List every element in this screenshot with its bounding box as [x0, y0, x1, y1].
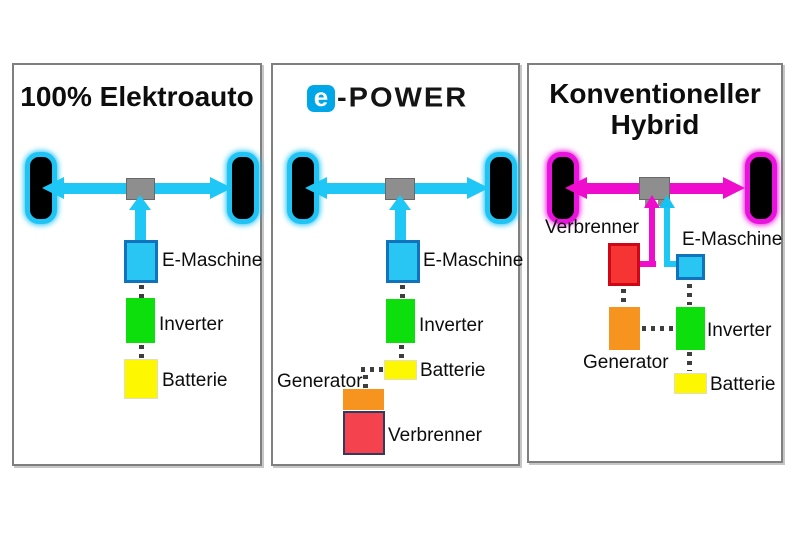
- inverter-label: Inverter: [707, 320, 772, 341]
- panel-epower: e -POWER E-Maschine Inverter Batterie Ge…: [271, 63, 524, 466]
- batterie-label: Batterie: [162, 370, 228, 391]
- panel3-title-line2: Hybrid: [610, 109, 700, 140]
- wheel-icon: [485, 152, 517, 224]
- arrow-up-head-icon: [644, 195, 660, 208]
- verbrenner-label: Verbrenner: [388, 425, 483, 446]
- arrow-left-body: [62, 183, 128, 194]
- arrow-up-head-icon: [659, 195, 675, 208]
- arrow-right-head-icon: [210, 177, 232, 199]
- e-maschine-label: E-Maschine: [162, 250, 263, 271]
- arrow-up-body: [395, 209, 406, 240]
- dotted-connector: [363, 375, 368, 388]
- e-maschine-box: [676, 254, 705, 280]
- dotted-connector: [687, 352, 692, 371]
- arrow-up-head-icon: [129, 195, 151, 210]
- wheel-icon: [745, 152, 777, 224]
- e-maschine-box: [124, 240, 158, 283]
- panel-hybrid: Konventioneller Hybrid Verbrenner E-Masc…: [527, 63, 783, 463]
- dotted-connector: [621, 289, 626, 305]
- arrow-up-head-icon: [389, 195, 411, 210]
- batterie-label: Batterie: [710, 374, 776, 395]
- arrow-right-body: [154, 183, 212, 194]
- e-maschine-label: E-Maschine: [682, 229, 783, 250]
- verbrenner-power-line: [640, 261, 656, 267]
- panel-elektroauto: 100% Elektroauto E-Maschine Inverter Bat…: [12, 63, 262, 466]
- arrow-left-head-icon: [565, 177, 587, 199]
- verbrenner-power-line: [649, 208, 655, 267]
- panel3-title-line1: Konventioneller: [549, 78, 761, 109]
- inverter-box: [676, 307, 705, 350]
- arrow-up-body: [135, 209, 146, 240]
- e-maschine-label: E-Maschine: [423, 250, 524, 271]
- arrow-right-body: [415, 183, 469, 194]
- verbrenner-label: Verbrenner: [545, 217, 640, 238]
- arrow-left-head-icon: [42, 177, 64, 199]
- arrow-left-body: [585, 183, 641, 194]
- batterie-box: [124, 359, 158, 399]
- batterie-label: Batterie: [420, 360, 486, 381]
- generator-box: [609, 307, 640, 350]
- dotted-connector: [642, 326, 674, 331]
- panel3-title: Konventioneller Hybrid: [529, 78, 781, 140]
- dotted-connector: [139, 285, 144, 298]
- generator-label: Generator: [277, 371, 363, 392]
- batterie-box: [384, 360, 417, 380]
- inverter-box: [126, 298, 155, 343]
- verbrenner-box: [343, 411, 385, 455]
- emaschine-power-line: [664, 261, 678, 267]
- arrow-right-head-icon: [723, 177, 745, 199]
- arrow-left-body: [325, 183, 387, 194]
- arrow-right-head-icon: [467, 177, 489, 199]
- verbrenner-box: [608, 243, 640, 286]
- inverter-box: [386, 299, 415, 343]
- arrow-right-body: [669, 183, 723, 194]
- generator-box: [343, 389, 384, 410]
- dotted-connector: [361, 367, 383, 372]
- dotted-connector: [399, 345, 404, 358]
- panel1-title: 100% Elektroauto: [20, 81, 254, 112]
- emaschine-power-line: [664, 208, 670, 267]
- batterie-box: [674, 373, 707, 394]
- dotted-connector: [139, 345, 144, 358]
- epower-wordmark: -POWER: [337, 82, 469, 114]
- inverter-label: Inverter: [159, 314, 224, 335]
- dotted-connector: [400, 285, 405, 298]
- arrow-left-head-icon: [305, 177, 327, 199]
- generator-label: Generator: [583, 352, 669, 373]
- dotted-connector: [687, 284, 692, 305]
- epower-e-logo-icon: e: [307, 84, 335, 112]
- inverter-label: Inverter: [419, 315, 484, 336]
- e-maschine-box: [386, 240, 420, 283]
